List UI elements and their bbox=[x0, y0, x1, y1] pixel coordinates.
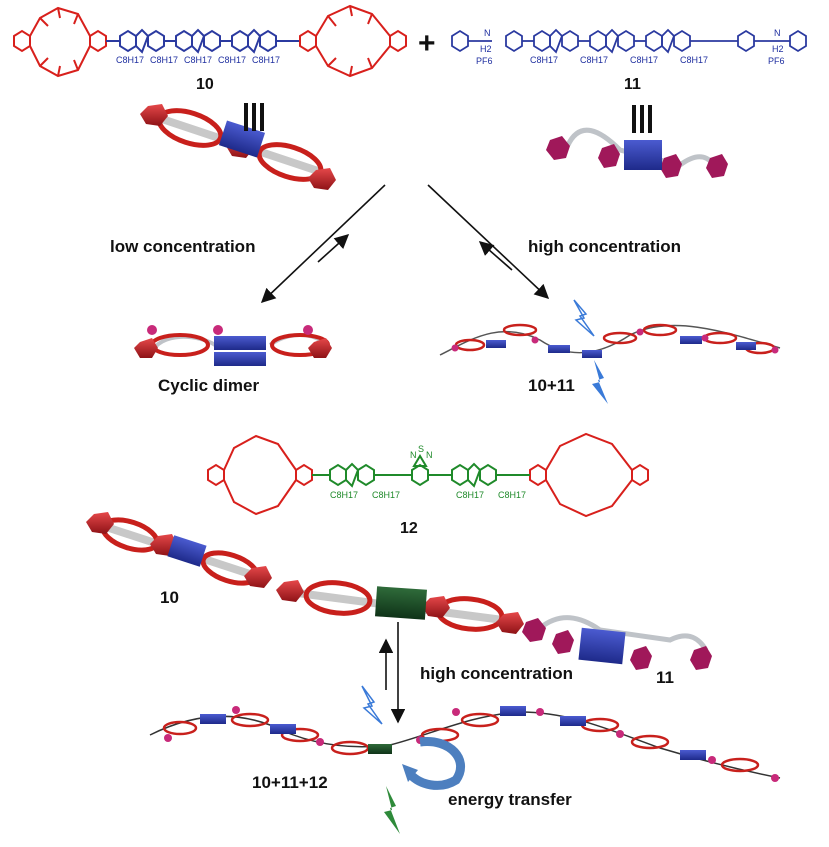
c8h17-label-2: C8H17 bbox=[150, 55, 179, 65]
plus-sign: + bbox=[418, 27, 436, 60]
mix-10-11-12-label: 10+11+12 bbox=[252, 773, 328, 792]
cartoon-11-bottom bbox=[522, 615, 712, 670]
cartoon-10-top bbox=[140, 104, 336, 190]
nh-label-left: N bbox=[484, 28, 491, 38]
equivalence-11 bbox=[632, 105, 652, 133]
c8h17-label-12a: C8H17 bbox=[330, 490, 359, 500]
c8h17-label-4: C8H17 bbox=[218, 55, 247, 65]
reaction-arrows bbox=[260, 184, 550, 303]
pf6-label-left: PF6 bbox=[476, 56, 493, 66]
high-concentration-label-top: high concentration bbox=[528, 237, 681, 256]
compound-12-structure bbox=[207, 432, 649, 518]
h2-label-left: H2 bbox=[480, 44, 492, 54]
equivalence-10 bbox=[244, 103, 264, 131]
low-concentration-label: low concentration bbox=[110, 237, 256, 256]
cyclic-dimer-label: Cyclic dimer bbox=[158, 376, 260, 395]
c8h17-label-7: C8H17 bbox=[580, 55, 609, 65]
c8h17-label-12d: C8H17 bbox=[498, 490, 527, 500]
equilibrium-arrows-bottom bbox=[378, 622, 406, 724]
c8h17-label-12c: C8H17 bbox=[456, 490, 485, 500]
polymer-10-11-12-chain bbox=[149, 685, 781, 834]
high-concentration-label-bottom: high concentration bbox=[420, 664, 573, 683]
pf6-label-right: PF6 bbox=[768, 56, 785, 66]
cartoon-10-bottom bbox=[86, 512, 272, 588]
thiadiazole-n-left: N bbox=[410, 450, 417, 460]
c8h17-label-6: C8H17 bbox=[530, 55, 559, 65]
cartoon-12-bottom bbox=[276, 580, 524, 634]
left-crown-ether bbox=[13, 6, 107, 78]
cyclic-dimer-cartoon bbox=[134, 325, 332, 366]
c8h17-label-12b: C8H17 bbox=[372, 490, 401, 500]
c8h17-label-5: C8H17 bbox=[252, 55, 281, 65]
polymer-10-11-chain bbox=[439, 299, 781, 404]
cartoon-11-top bbox=[546, 127, 728, 178]
right-crown-ether bbox=[299, 4, 407, 78]
thiadiazole-n-right: N bbox=[426, 450, 433, 460]
c8h17-label-3: C8H17 bbox=[184, 55, 213, 65]
compound-10-structure bbox=[13, 4, 407, 78]
compound-10-label: 10 bbox=[196, 76, 214, 93]
compound-12-label: 12 bbox=[400, 520, 418, 537]
blue-backbone-10 bbox=[106, 28, 300, 54]
label-10-bottom: 10 bbox=[160, 588, 179, 607]
compound-11-structure bbox=[451, 28, 807, 54]
c8h17-label-9: C8H17 bbox=[680, 55, 709, 65]
c8h17-label-8: C8H17 bbox=[630, 55, 659, 65]
h2-label-right: H2 bbox=[772, 44, 784, 54]
thiadiazole-s: S bbox=[418, 444, 425, 454]
nh-label-right: N bbox=[774, 28, 781, 38]
mix-10-11-label: 10+11 bbox=[528, 376, 575, 395]
compound-11-label: 11 bbox=[624, 76, 641, 93]
energy-transfer-label: energy transfer bbox=[448, 790, 572, 809]
c8h17-label-1: C8H17 bbox=[116, 55, 145, 65]
label-11-bottom: 11 bbox=[656, 668, 674, 687]
